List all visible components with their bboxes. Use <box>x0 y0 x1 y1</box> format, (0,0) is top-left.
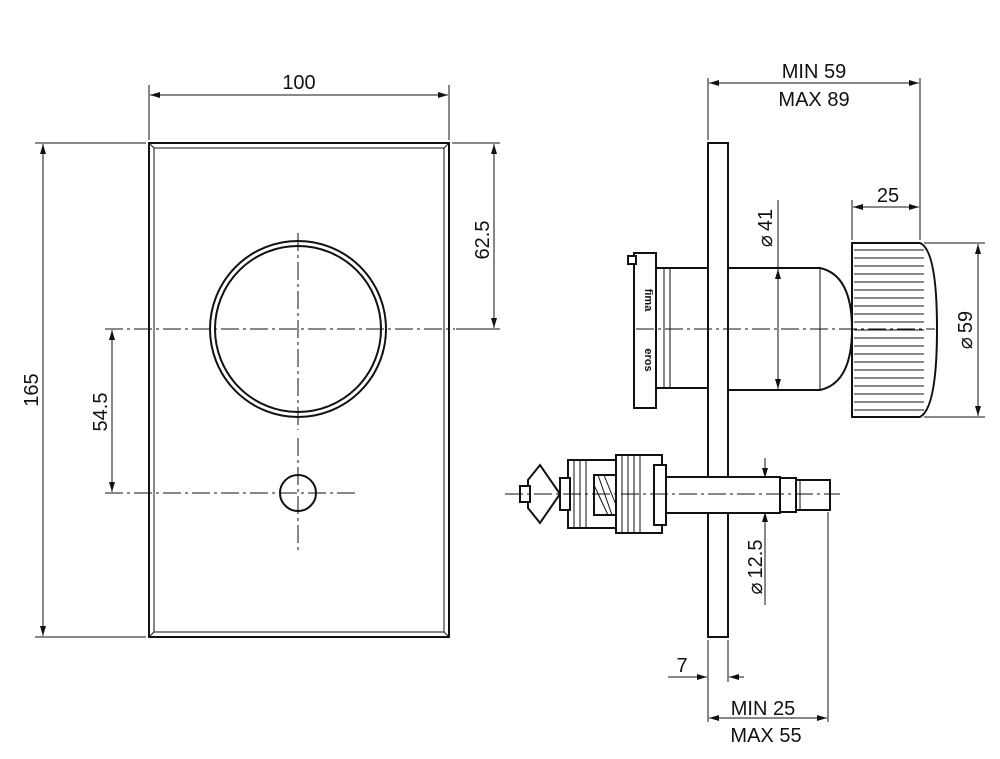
side-view: fima eros <box>505 61 985 747</box>
spindle-depth-min-label: MIN 25 <box>731 698 795 720</box>
cover-plate-inner-edge <box>153 147 445 633</box>
rear-body <box>655 267 709 389</box>
body-diameter-label: ⌀41 <box>755 209 777 247</box>
cover-plate <box>148 142 450 638</box>
label-brand-top: fima <box>642 289 654 313</box>
total-depth-min-label: MIN 59 <box>782 61 846 83</box>
label-brand-bottom: eros <box>642 348 654 371</box>
handle-diameter-label: ⌀59 <box>955 311 977 349</box>
height-dimension-label: 165 <box>21 373 43 406</box>
front-view: 100 165 62.5 54.5 <box>21 72 500 638</box>
spindle-depth-max-label: MAX 55 <box>730 725 801 747</box>
handle-length-label: 25 <box>877 185 899 207</box>
width-dimension-label: 100 <box>282 72 315 94</box>
handle-knurl-lines <box>854 249 924 411</box>
label-plate <box>633 252 657 409</box>
plate-side <box>707 142 729 638</box>
spindle-diameter-label: ⌀12.5 <box>745 540 767 595</box>
knob-offset-dimension-label: 62.5 <box>472 221 494 260</box>
total-depth-max-label: MAX 89 <box>778 89 849 111</box>
plate-thickness-label: 7 <box>676 655 687 677</box>
knob-spacing-dimension-label: 54.5 <box>90 393 112 432</box>
